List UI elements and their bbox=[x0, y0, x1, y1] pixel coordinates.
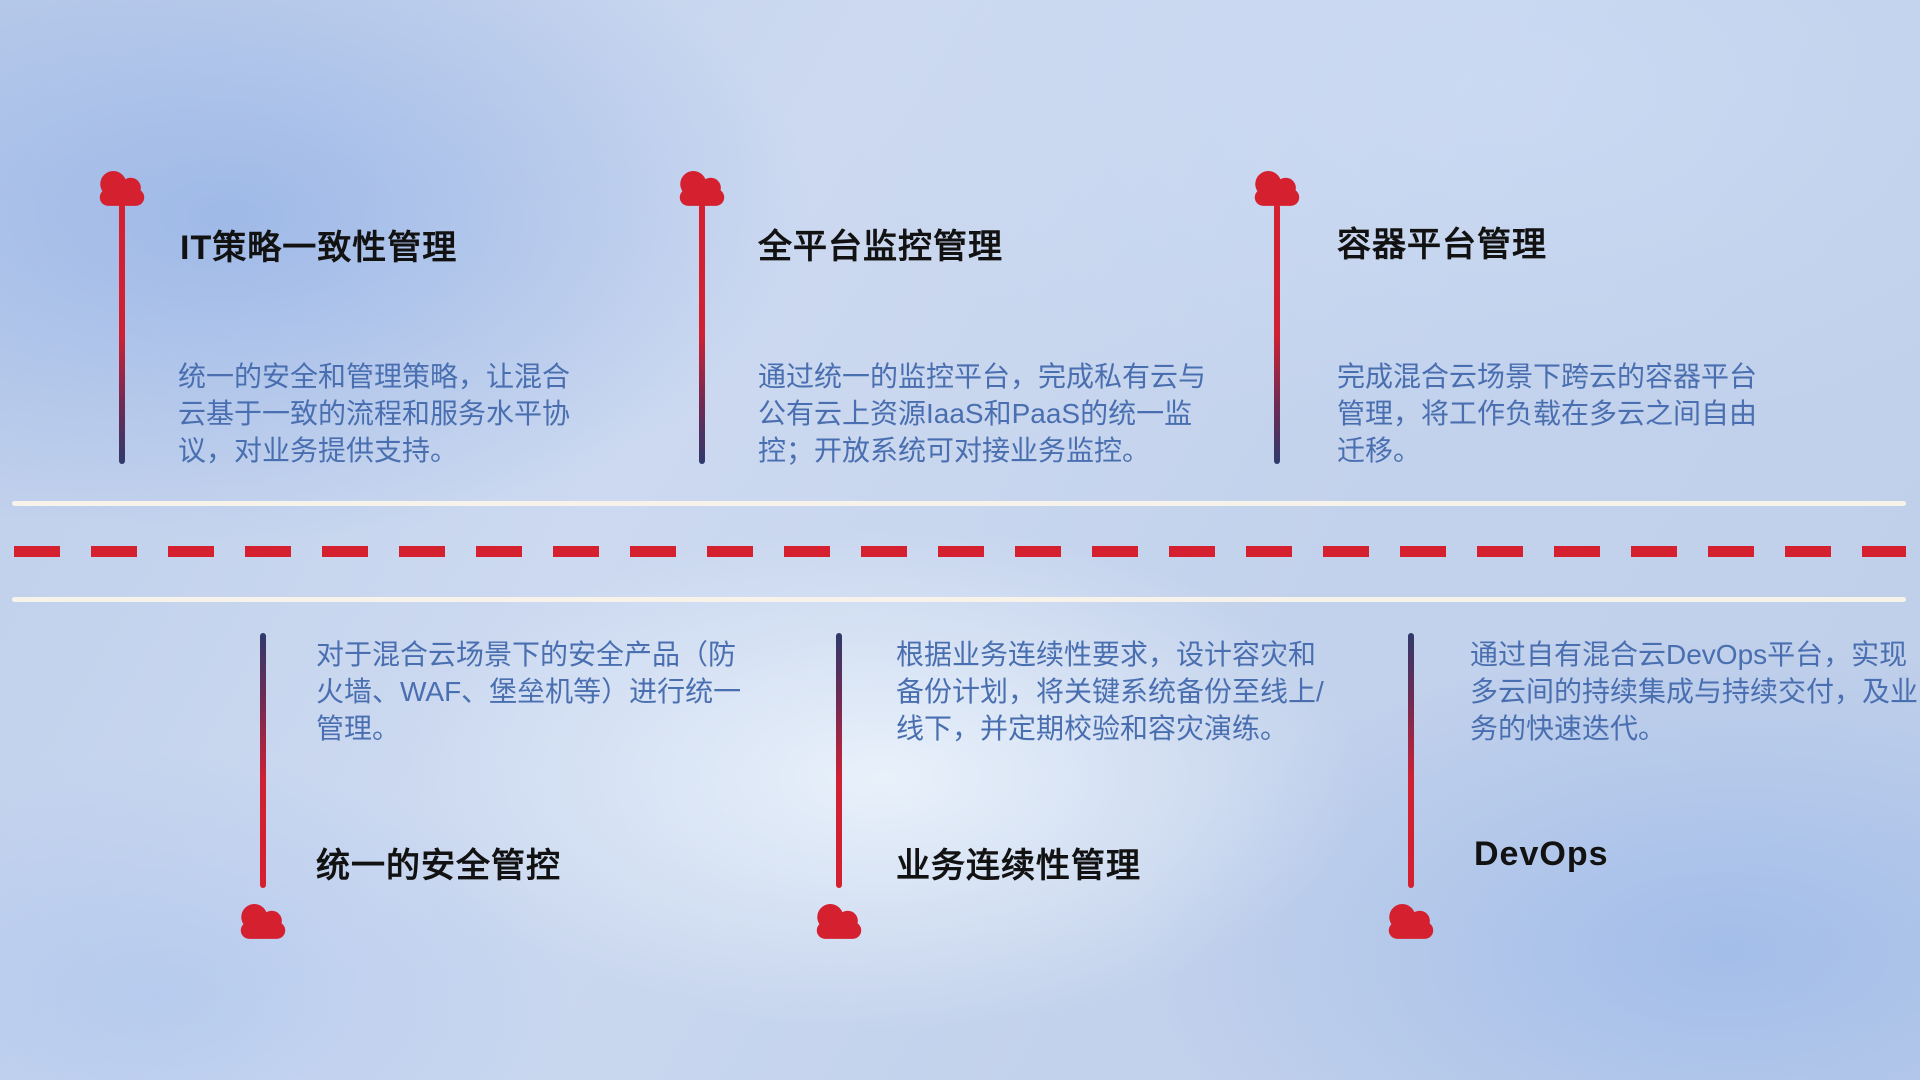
item-title: DevOps bbox=[1474, 835, 1609, 873]
item-title: IT策略一致性管理 bbox=[180, 229, 458, 267]
item-title: 统一的安全管控 bbox=[316, 847, 561, 885]
item-title: 业务连续性管理 bbox=[896, 847, 1141, 885]
road-top-line bbox=[12, 501, 1906, 506]
timeline-connector bbox=[1274, 204, 1280, 464]
cloud-icon bbox=[810, 898, 868, 940]
road-bottom-line bbox=[12, 597, 1906, 602]
timeline-connector bbox=[119, 204, 125, 464]
cloud-icon bbox=[234, 898, 292, 940]
timeline-connector bbox=[1408, 633, 1414, 888]
item-description: 完成混合云场景下跨云的容器平台管理，将工作负载在多云之间自由迁移。 bbox=[1337, 361, 1758, 466]
cloud-icon bbox=[93, 165, 151, 207]
item-title: 全平台监控管理 bbox=[758, 228, 1003, 266]
item-description: 通过自有混合云DevOps平台，实现多云间的持续集成与持续交付，及业务的快速迭代… bbox=[1470, 639, 1919, 744]
timeline-connector bbox=[836, 633, 842, 888]
road-dashed-center-line bbox=[14, 546, 1906, 557]
item-description: 根据业务连续性要求，设计容灾和备份计划，将关键系统备份至线上/线下，并定期校验和… bbox=[896, 639, 1324, 744]
item-description: 通过统一的监控平台，完成私有云与公有云上资源IaaS和PaaS的统一监控；开放系… bbox=[758, 361, 1207, 466]
item-title: 容器平台管理 bbox=[1337, 226, 1547, 264]
timeline-connector bbox=[699, 204, 705, 464]
item-description: 对于混合云场景下的安全产品（防火墙、WAF、堡垒机等）进行统一管理。 bbox=[316, 639, 742, 744]
cloud-icon bbox=[1382, 898, 1440, 940]
timeline-connector bbox=[260, 633, 266, 888]
item-description: 统一的安全和管理策略，让混合云基于一致的流程和服务水平协议，对业务提供支持。 bbox=[178, 361, 571, 466]
cloud-icon bbox=[1248, 165, 1306, 207]
cloud-icon bbox=[673, 165, 731, 207]
